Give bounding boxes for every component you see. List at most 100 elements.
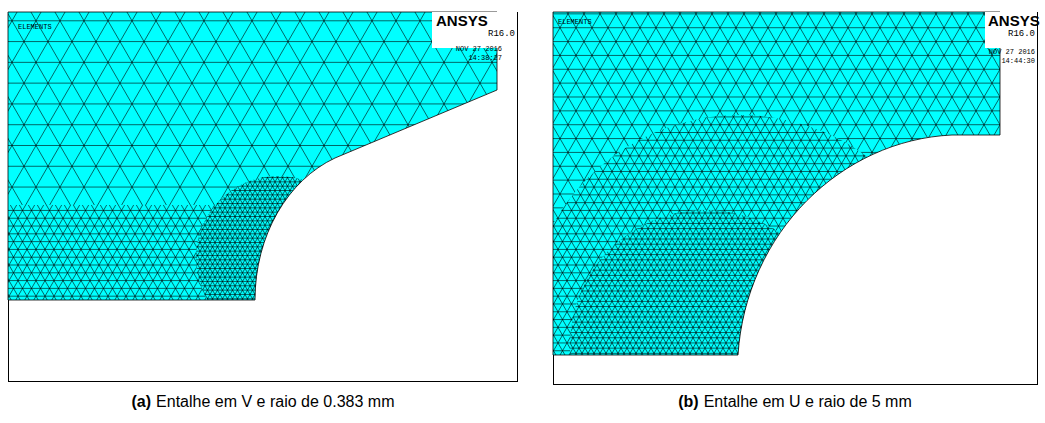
mesh-edge <box>150 182 277 402</box>
mesh-edge <box>116 201 243 421</box>
mesh-edge <box>842 0 1045 329</box>
mesh-edge <box>682 91 854 390</box>
mesh-edge <box>758 1 1045 423</box>
mesh-edge <box>509 148 1005 149</box>
mesh-edge <box>691 85 863 384</box>
mesh-edge <box>509 31 1005 32</box>
mesh-edge <box>759 46 931 345</box>
mesh-edge <box>651 153 823 423</box>
mesh-edge <box>102 80 229 300</box>
mesh-edge <box>745 54 917 353</box>
mesh-edge <box>800 117 1045 423</box>
mesh-edge <box>498 197 670 423</box>
mesh-edge <box>527 368 872 369</box>
mesh-edge <box>543 171 715 423</box>
mesh-edge <box>0 124 560 125</box>
mesh-edge <box>527 379 872 380</box>
mesh-edge <box>736 59 908 358</box>
mesh-edge <box>584 114 756 413</box>
mesh-edge <box>565 158 737 423</box>
mesh-zone <box>462 12 1000 423</box>
mesh-edge <box>602 124 774 423</box>
mesh-edge <box>151 320 405 321</box>
mesh-edge <box>471 213 643 423</box>
mesh-edge <box>131 193 258 413</box>
mesh-edge <box>151 372 405 373</box>
mesh-edge <box>774 0 1022 368</box>
mesh-edge <box>527 249 872 250</box>
mesh-edge <box>263 117 390 337</box>
mesh-edge <box>509 62 1005 63</box>
mesh-edge <box>527 192 872 193</box>
mesh-edge <box>259 119 386 339</box>
mesh-edge <box>509 358 1005 359</box>
mesh-edge <box>0 205 206 305</box>
mesh-edge <box>588 116 760 415</box>
mesh-edge <box>151 216 405 217</box>
mesh-edge <box>527 353 872 354</box>
mesh-edge <box>509 420 1005 421</box>
mesh-edge <box>732 62 904 361</box>
mesh-edge <box>773 102 1021 423</box>
mesh-edge <box>139 0 447 399</box>
mesh-edge <box>245 205 504 305</box>
mesh-edge <box>339 205 520 305</box>
mesh-edge <box>764 218 936 423</box>
mesh-edge <box>319 206 446 423</box>
mesh-edge <box>69 205 328 305</box>
mesh-edge <box>611 129 783 423</box>
mesh-edge <box>763 44 935 343</box>
mesh-edge <box>0 205 166 305</box>
mesh-edge <box>479 0 1045 1</box>
mesh-edge <box>151 259 405 260</box>
mesh-edge <box>188 160 315 380</box>
mesh-edge <box>151 142 405 143</box>
mesh-edge <box>509 70 1005 71</box>
mesh-edge <box>255 169 382 389</box>
mesh-edge <box>300 195 427 415</box>
mesh-edge <box>592 142 764 423</box>
mesh-edge <box>158 178 285 398</box>
mesh-edge <box>101 210 228 423</box>
mesh-edge <box>135 100 262 320</box>
version-label: R16.0 <box>488 30 515 40</box>
plot-title: ELEMENTS <box>558 19 592 27</box>
mesh-edge <box>705 78 877 377</box>
mesh-edge <box>274 180 401 400</box>
mesh-edge <box>755 213 927 423</box>
mesh-zone <box>462 12 1000 423</box>
mesh-edge <box>728 197 900 423</box>
mesh-edge <box>151 125 405 126</box>
mesh-edge <box>494 62 666 361</box>
label-text: NOV 27 2016 <box>989 48 1035 56</box>
mesh-edge <box>479 374 1045 375</box>
mesh-edge <box>480 207 652 423</box>
mesh-edge <box>293 100 420 320</box>
mesh-edge <box>788 0 1036 360</box>
mesh-edge <box>0 296 511 297</box>
mesh-edge <box>151 242 405 243</box>
mesh-edge <box>827 133 1045 423</box>
mesh-zone <box>362 0 1045 423</box>
mesh-outline <box>8 12 497 300</box>
mesh-edge <box>312 205 520 305</box>
mesh-edge <box>151 160 405 161</box>
mesh-edge <box>0 0 293 357</box>
mesh-edge <box>210 143 337 363</box>
plot-title: ELEMENTS <box>18 24 52 32</box>
mesh-edge <box>821 129 1045 423</box>
mesh-edge <box>157 205 416 305</box>
mesh-edge <box>151 342 405 343</box>
mesh-edge <box>893 0 1045 288</box>
mesh-edge <box>323 208 450 423</box>
mesh-edge <box>233 134 360 354</box>
mesh-edge <box>479 96 1045 97</box>
mesh-edge <box>821 0 1045 330</box>
mesh-edge <box>120 91 247 311</box>
mesh-edge <box>637 116 809 415</box>
mesh-zone <box>0 205 520 305</box>
mesh-edge <box>0 303 511 304</box>
mesh-edge <box>527 207 872 208</box>
mesh-edge <box>0 353 560 354</box>
mesh-edge <box>509 381 1005 382</box>
